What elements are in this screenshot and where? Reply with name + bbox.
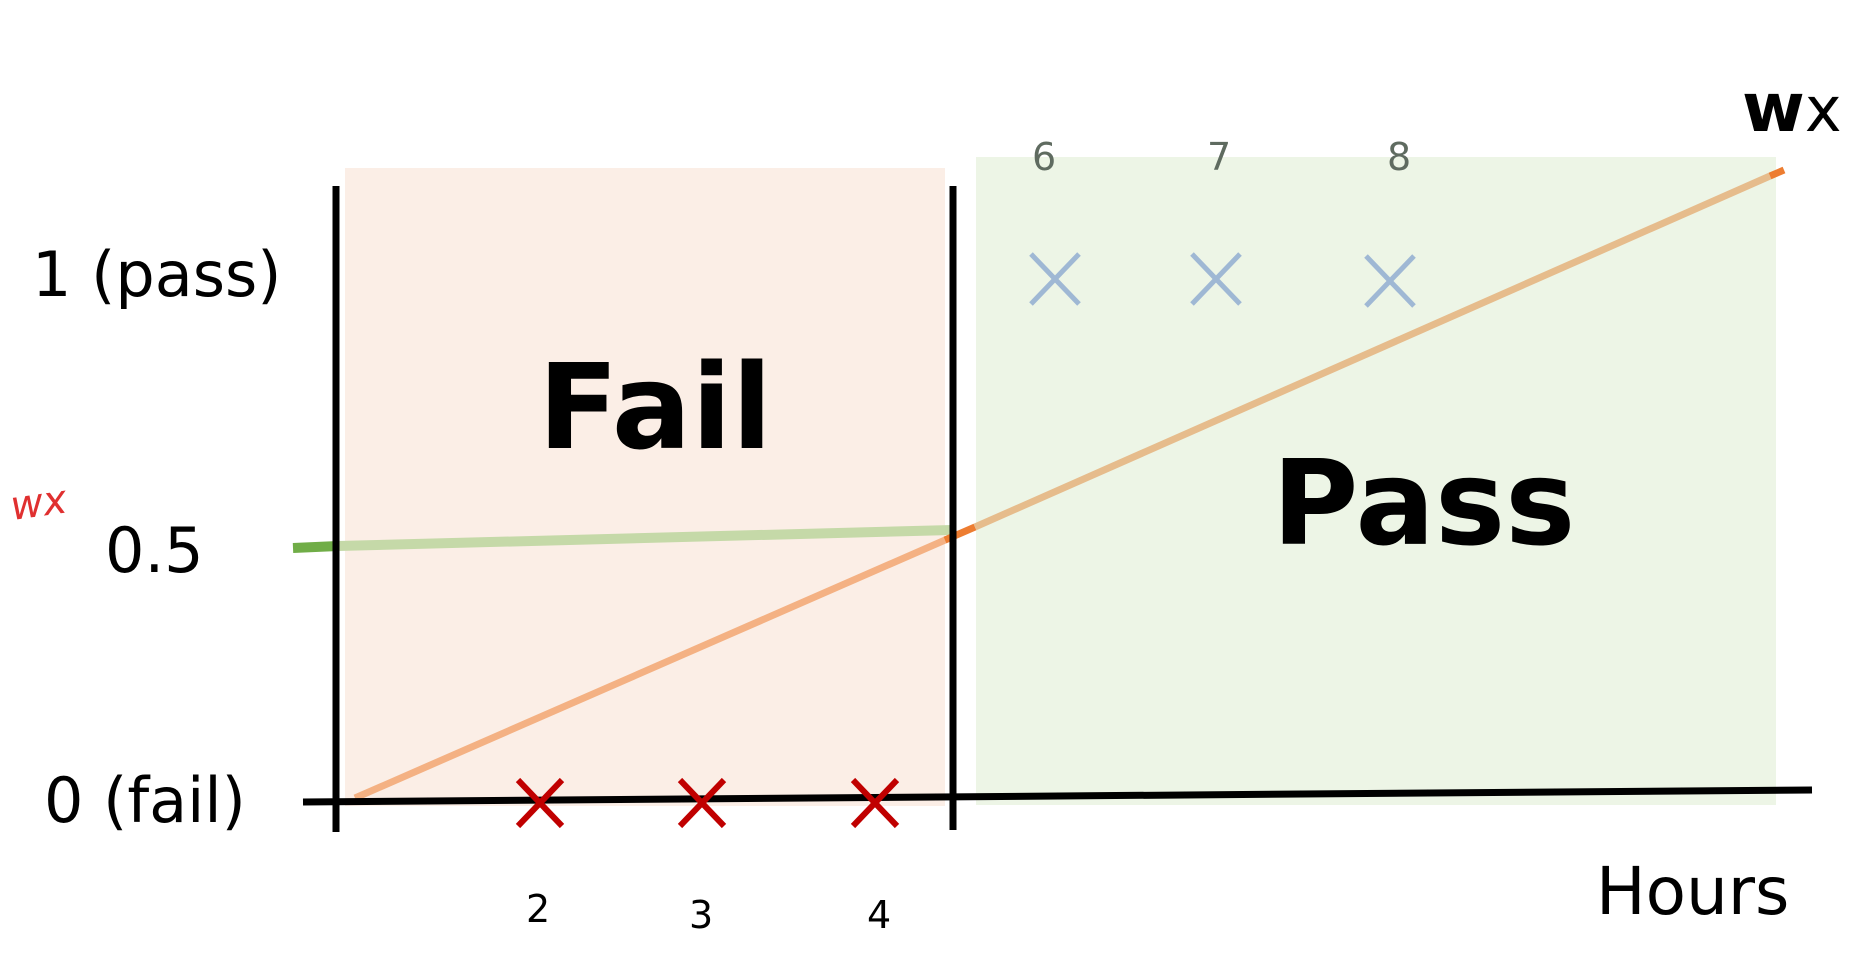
- y-tick-half: 0.5: [105, 514, 204, 587]
- fail-point-3: [677, 777, 727, 829]
- threshold-line-stub: [292, 541, 339, 553]
- fail-region: [345, 168, 945, 806]
- pass-point-6: [1029, 252, 1081, 306]
- fail-point-label-4: 4: [867, 893, 891, 937]
- fail-region-label: Fail: [538, 338, 772, 476]
- pass-point-label-8: 8: [1387, 135, 1411, 179]
- wx-line-lower: [353, 533, 954, 802]
- wx-line-label-w: w: [1742, 69, 1805, 148]
- pass-point-label-6: 6: [1032, 135, 1056, 179]
- pass-point-7: [1190, 252, 1242, 306]
- x-axis-label: Hours: [1596, 853, 1789, 930]
- x-axis: [302, 786, 1813, 806]
- wx-line-label: wx: [1742, 69, 1842, 148]
- pass-point-label-7: 7: [1207, 135, 1231, 179]
- fail-point-2: [515, 777, 565, 829]
- pass-region-label: Pass: [1272, 434, 1575, 572]
- wx-line-upper: [973, 172, 1772, 531]
- y-tick-fail: 0 (fail): [44, 764, 246, 837]
- wx-line-tip: [1768, 166, 1786, 180]
- fail-point-4: [850, 777, 900, 829]
- fail-point-label-3: 3: [689, 893, 713, 937]
- wx-line-label-x: x: [1805, 73, 1842, 146]
- y-tick-pass: 1 (pass): [32, 238, 281, 311]
- fail-point-label-2: 2: [526, 887, 550, 931]
- pass-point-8: [1364, 254, 1416, 308]
- threshold-line: [337, 525, 953, 551]
- handwritten-wx-annotation: wx: [8, 476, 71, 529]
